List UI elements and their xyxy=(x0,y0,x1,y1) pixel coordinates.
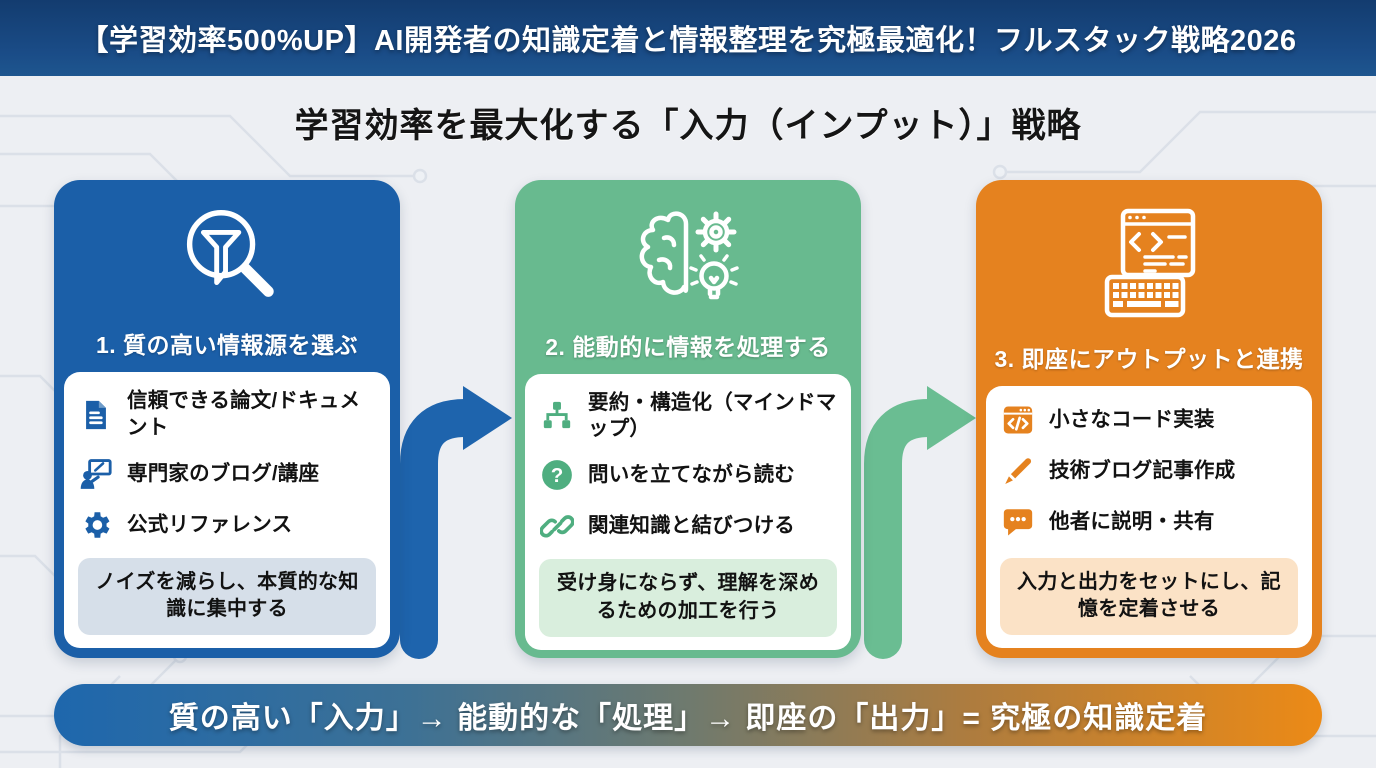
list-item: 信頼できる論文/ドキュメント xyxy=(78,388,376,440)
funnel-magnifier-icon xyxy=(64,196,390,318)
list-item: 他者に説明・共有 xyxy=(1000,504,1298,540)
card-body: 信頼できる論文/ドキュメント 専門家のブログ/講座 xyxy=(64,372,390,648)
list-item: 専門家のブログ/講座 xyxy=(78,456,376,492)
summary-banner: 質の高い「入力」→ 能動的な「処理」→ 即座の「出力」= 究極の知識定着 xyxy=(54,684,1322,746)
item-text: 関連知識と結びつける xyxy=(588,514,795,538)
list-item: 小さなコード実装 xyxy=(1000,402,1298,438)
summary-banner-text: 質の高い「入力」→ 能動的な「処理」→ 即座の「出力」= 究極の知識定着 xyxy=(168,702,1208,735)
list-item: 要約・構造化（マインドマップ） xyxy=(539,390,837,442)
card-immediate-output: 3. 即座にアウトプットと連携 xyxy=(976,180,1322,658)
list-item: ? 問いを立てながら読む xyxy=(539,457,837,493)
item-text: 信頼できる論文/ドキュメント xyxy=(127,389,361,439)
list-item: 関連知識と結びつける xyxy=(539,508,837,544)
item-text: 要約・構造化（マインドマップ） xyxy=(588,391,837,441)
item-text: 専門家のブログ/講座 xyxy=(127,461,320,485)
card-input-sources: 1. 質の高い情報源を選ぶ 信頼できる論文/ドキュメント xyxy=(54,180,400,658)
pencil-icon xyxy=(1000,453,1036,489)
card-heading: 2. 能動的に情報を処理する xyxy=(545,334,831,360)
top-banner: 【学習効率500%UP】AI開発者の知識定着と情報整理を究極最適化！フルスタック… xyxy=(0,0,1376,76)
link-icon xyxy=(539,508,575,544)
list-item: 技術ブログ記事作成 xyxy=(1000,453,1298,489)
item-text: 公式リファレンス xyxy=(127,512,293,536)
gear-icon xyxy=(78,507,114,543)
item-text: 問いを立てながら読む xyxy=(588,463,795,487)
sitemap-icon xyxy=(539,398,575,434)
code-keyboard-icon xyxy=(986,196,1312,332)
card-body: 小さなコード実装 技術ブログ記事作成 xyxy=(986,386,1312,648)
card-heading: 1. 質の高い情報源を選ぶ xyxy=(95,332,359,359)
page-title: 学習効率を最大化する「入力（インプット）」戦略 xyxy=(294,107,1082,145)
svg-text:?: ? xyxy=(551,465,564,488)
list-item: 公式リファレンス xyxy=(78,507,376,543)
arrow-step2-to-step3-icon xyxy=(864,386,976,659)
chat-icon xyxy=(1000,504,1036,540)
card-body: 要約・構造化（マインドマップ） ? 問いを立てながら読む xyxy=(525,374,851,650)
strategy-cards-row: 1. 質の高い情報源を選ぶ 信頼できる論文/ドキュメント xyxy=(54,180,1322,658)
card-note: 入力と出力をセットにし、記憶を定着させる xyxy=(1000,557,1298,635)
item-text: 技術ブログ記事作成 xyxy=(1049,458,1236,482)
question-icon: ? xyxy=(539,457,575,493)
card-note: 受け身にならず、理解を深めるための加工を行う xyxy=(539,559,837,637)
top-banner-text: 【学習効率500%UP】AI開発者の知識定着と情報整理を究極最適化！フルスタック… xyxy=(79,25,1297,57)
item-text: 他者に説明・共有 xyxy=(1049,509,1215,533)
code-window-icon xyxy=(1000,402,1036,438)
arrow-step1-to-step2-icon xyxy=(400,386,512,659)
card-heading: 3. 即座にアウトプットと連携 xyxy=(994,346,1304,372)
document-icon xyxy=(78,397,114,433)
instructor-icon xyxy=(78,456,114,492)
brain-gear-bulb-icon xyxy=(525,196,851,320)
card-active-processing: 2. 能動的に情報を処理する 要約・構造化（マインドマップ） xyxy=(515,180,861,658)
item-text: 小さなコード実装 xyxy=(1049,407,1215,431)
card-note: ノイズを減らし、本質的な知識に集中する xyxy=(78,557,376,635)
